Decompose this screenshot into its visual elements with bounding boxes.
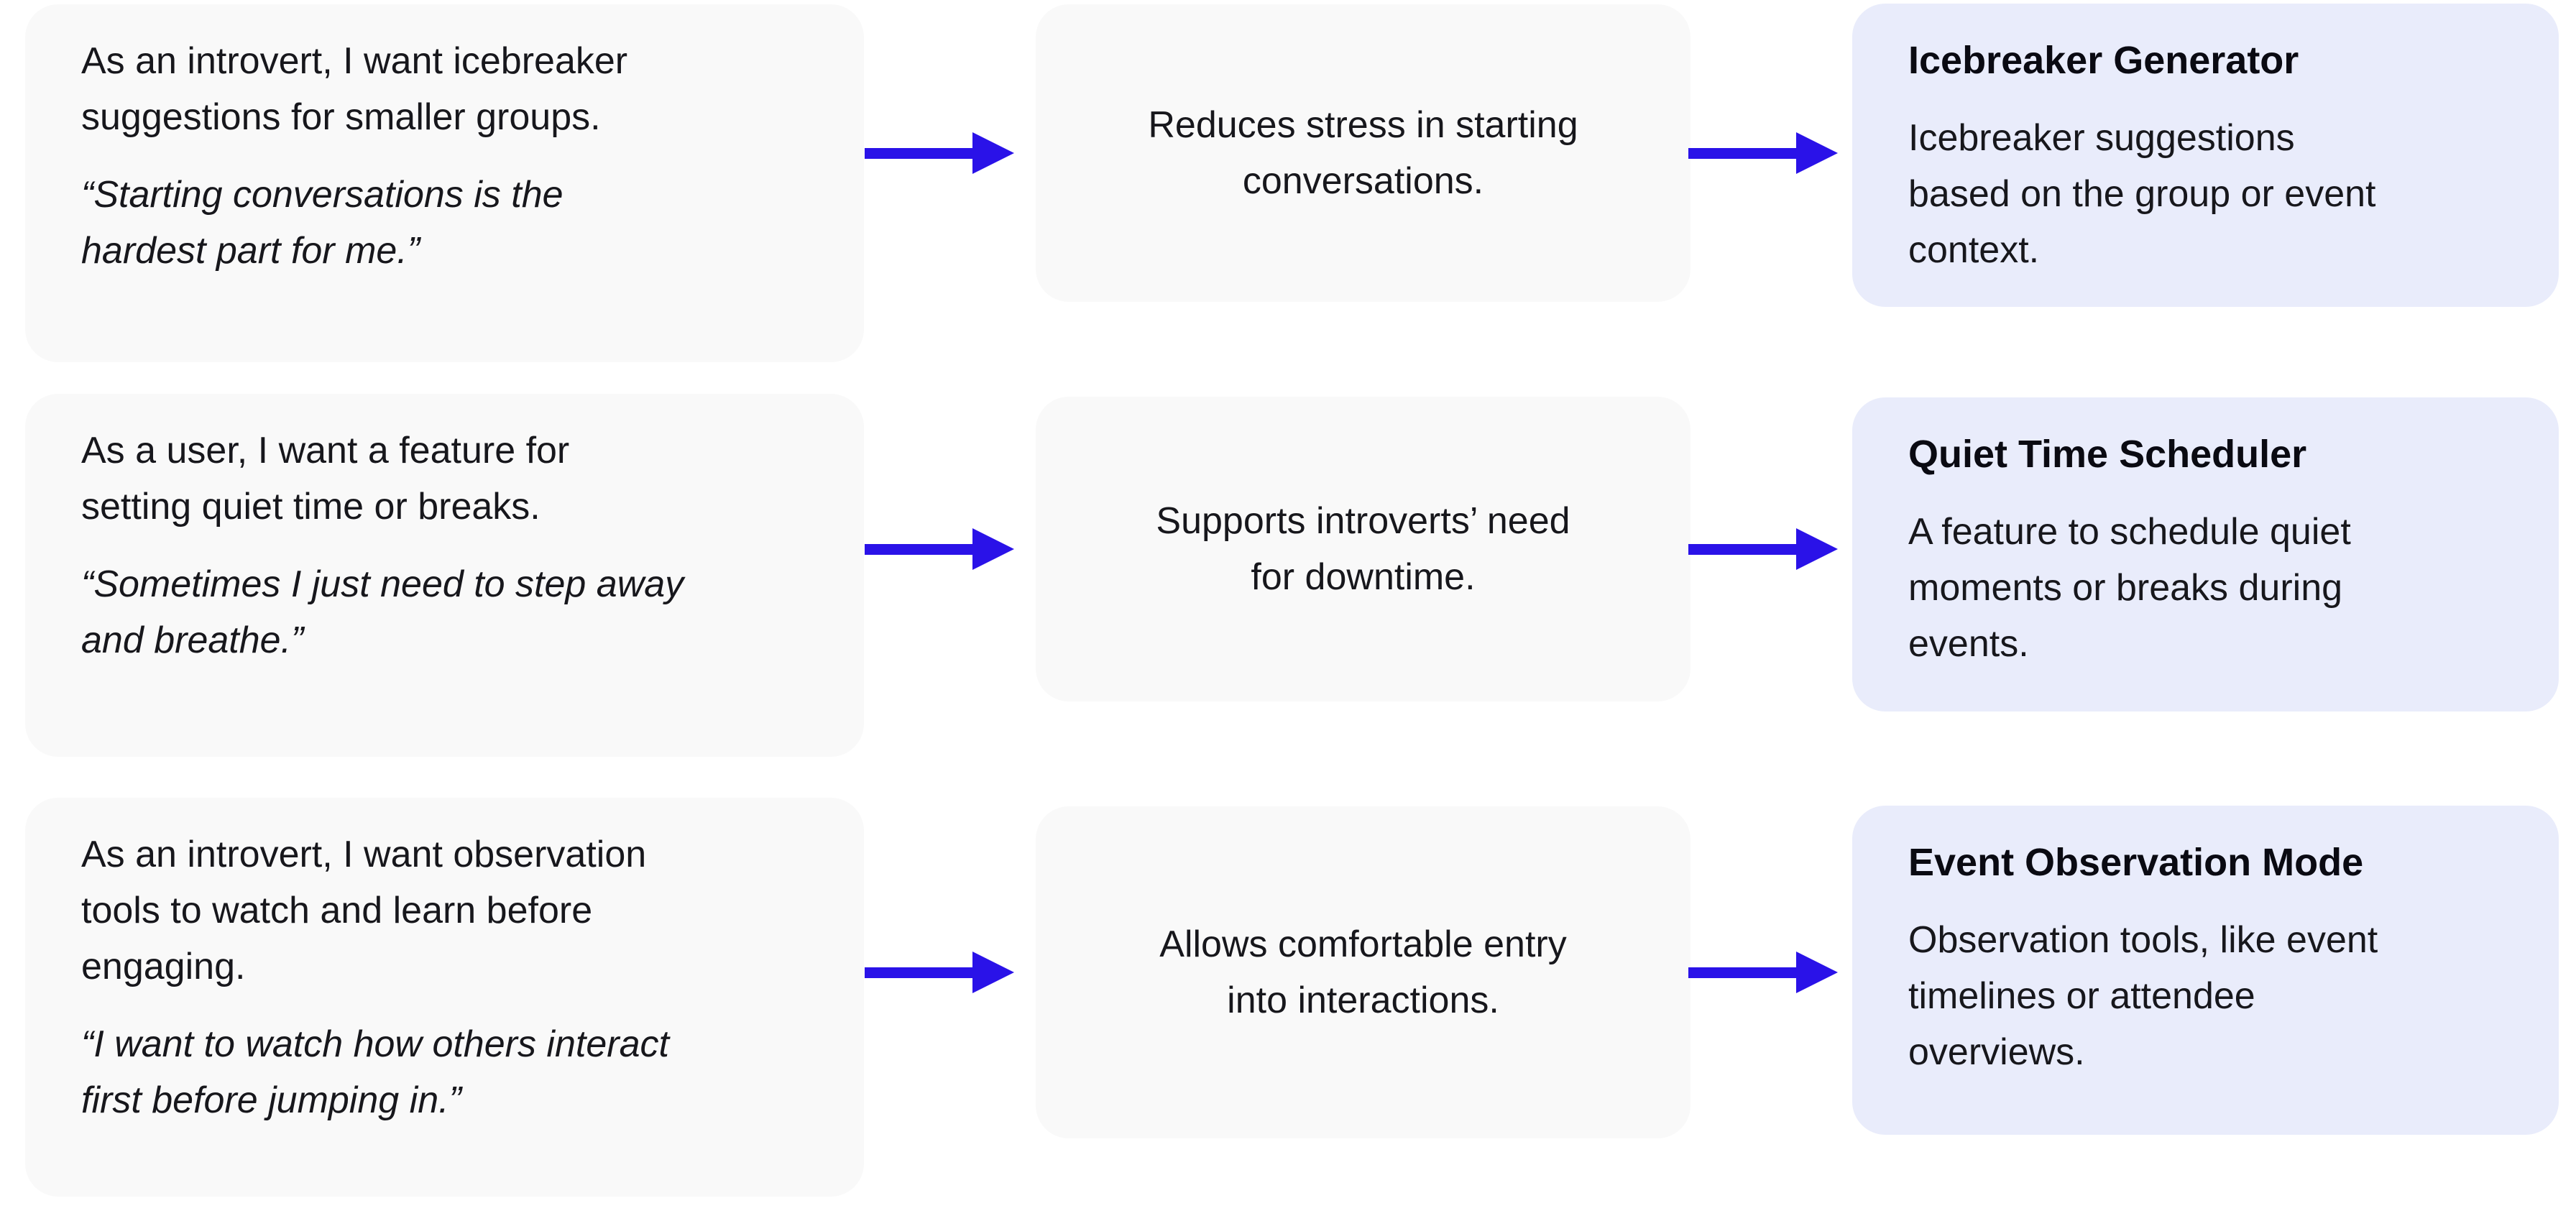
- user-story-text: As a user, I want a feature for setting …: [81, 430, 570, 528]
- user-quote-text: “Sometimes I just need to step away and …: [81, 563, 684, 661]
- feature-card: Quiet Time Scheduler A feature to schedu…: [1852, 397, 2559, 711]
- benefit-text: Supports introverts’ need for downtime.: [1156, 500, 1570, 598]
- feature-title: Quiet Time Scheduler: [1908, 433, 2307, 476]
- arrow-right-icon: [865, 132, 1014, 174]
- benefit-card: Supports introverts’ need for downtime.: [1036, 397, 1690, 701]
- user-story-text: As an introvert, I want observation tool…: [81, 834, 647, 987]
- user-story-card: As an introvert, I want observation tool…: [25, 798, 864, 1197]
- feature-title: Icebreaker Generator: [1908, 39, 2299, 82]
- benefit-text: Allows comfortable entry into interactio…: [1159, 923, 1567, 1021]
- feature-description: Observation tools, like event timelines …: [1908, 919, 2378, 1074]
- feature-title: Event Observation Mode: [1908, 841, 2364, 884]
- arrow-right-icon: [865, 528, 1014, 570]
- benefit-card: Allows comfortable entry into interactio…: [1036, 806, 1690, 1138]
- arrow-right-icon: [865, 952, 1014, 993]
- user-story-card: As a user, I want a feature for setting …: [25, 394, 864, 757]
- feature-card: Event Observation Mode Observation tools…: [1852, 806, 2559, 1135]
- user-quote-text: “Starting conversations is the hardest p…: [81, 174, 564, 272]
- benefit-text: Reduces stress in starting conversations…: [1148, 104, 1578, 202]
- user-story-card: As an introvert, I want icebreaker sugge…: [25, 4, 864, 362]
- benefit-card: Reduces stress in starting conversations…: [1036, 4, 1690, 302]
- arrow-right-icon: [1688, 528, 1838, 570]
- feature-description: Icebreaker suggestions based on the grou…: [1908, 117, 2376, 272]
- user-quote-text: “I want to watch how others interact fir…: [81, 1023, 669, 1121]
- user-story-text: As an introvert, I want icebreaker sugge…: [81, 40, 628, 138]
- arrow-right-icon: [1688, 952, 1838, 993]
- feature-card: Icebreaker Generator Icebreaker suggesti…: [1852, 4, 2559, 307]
- arrow-right-icon: [1688, 132, 1838, 174]
- feature-description: A feature to schedule quiet moments or b…: [1908, 511, 2351, 665]
